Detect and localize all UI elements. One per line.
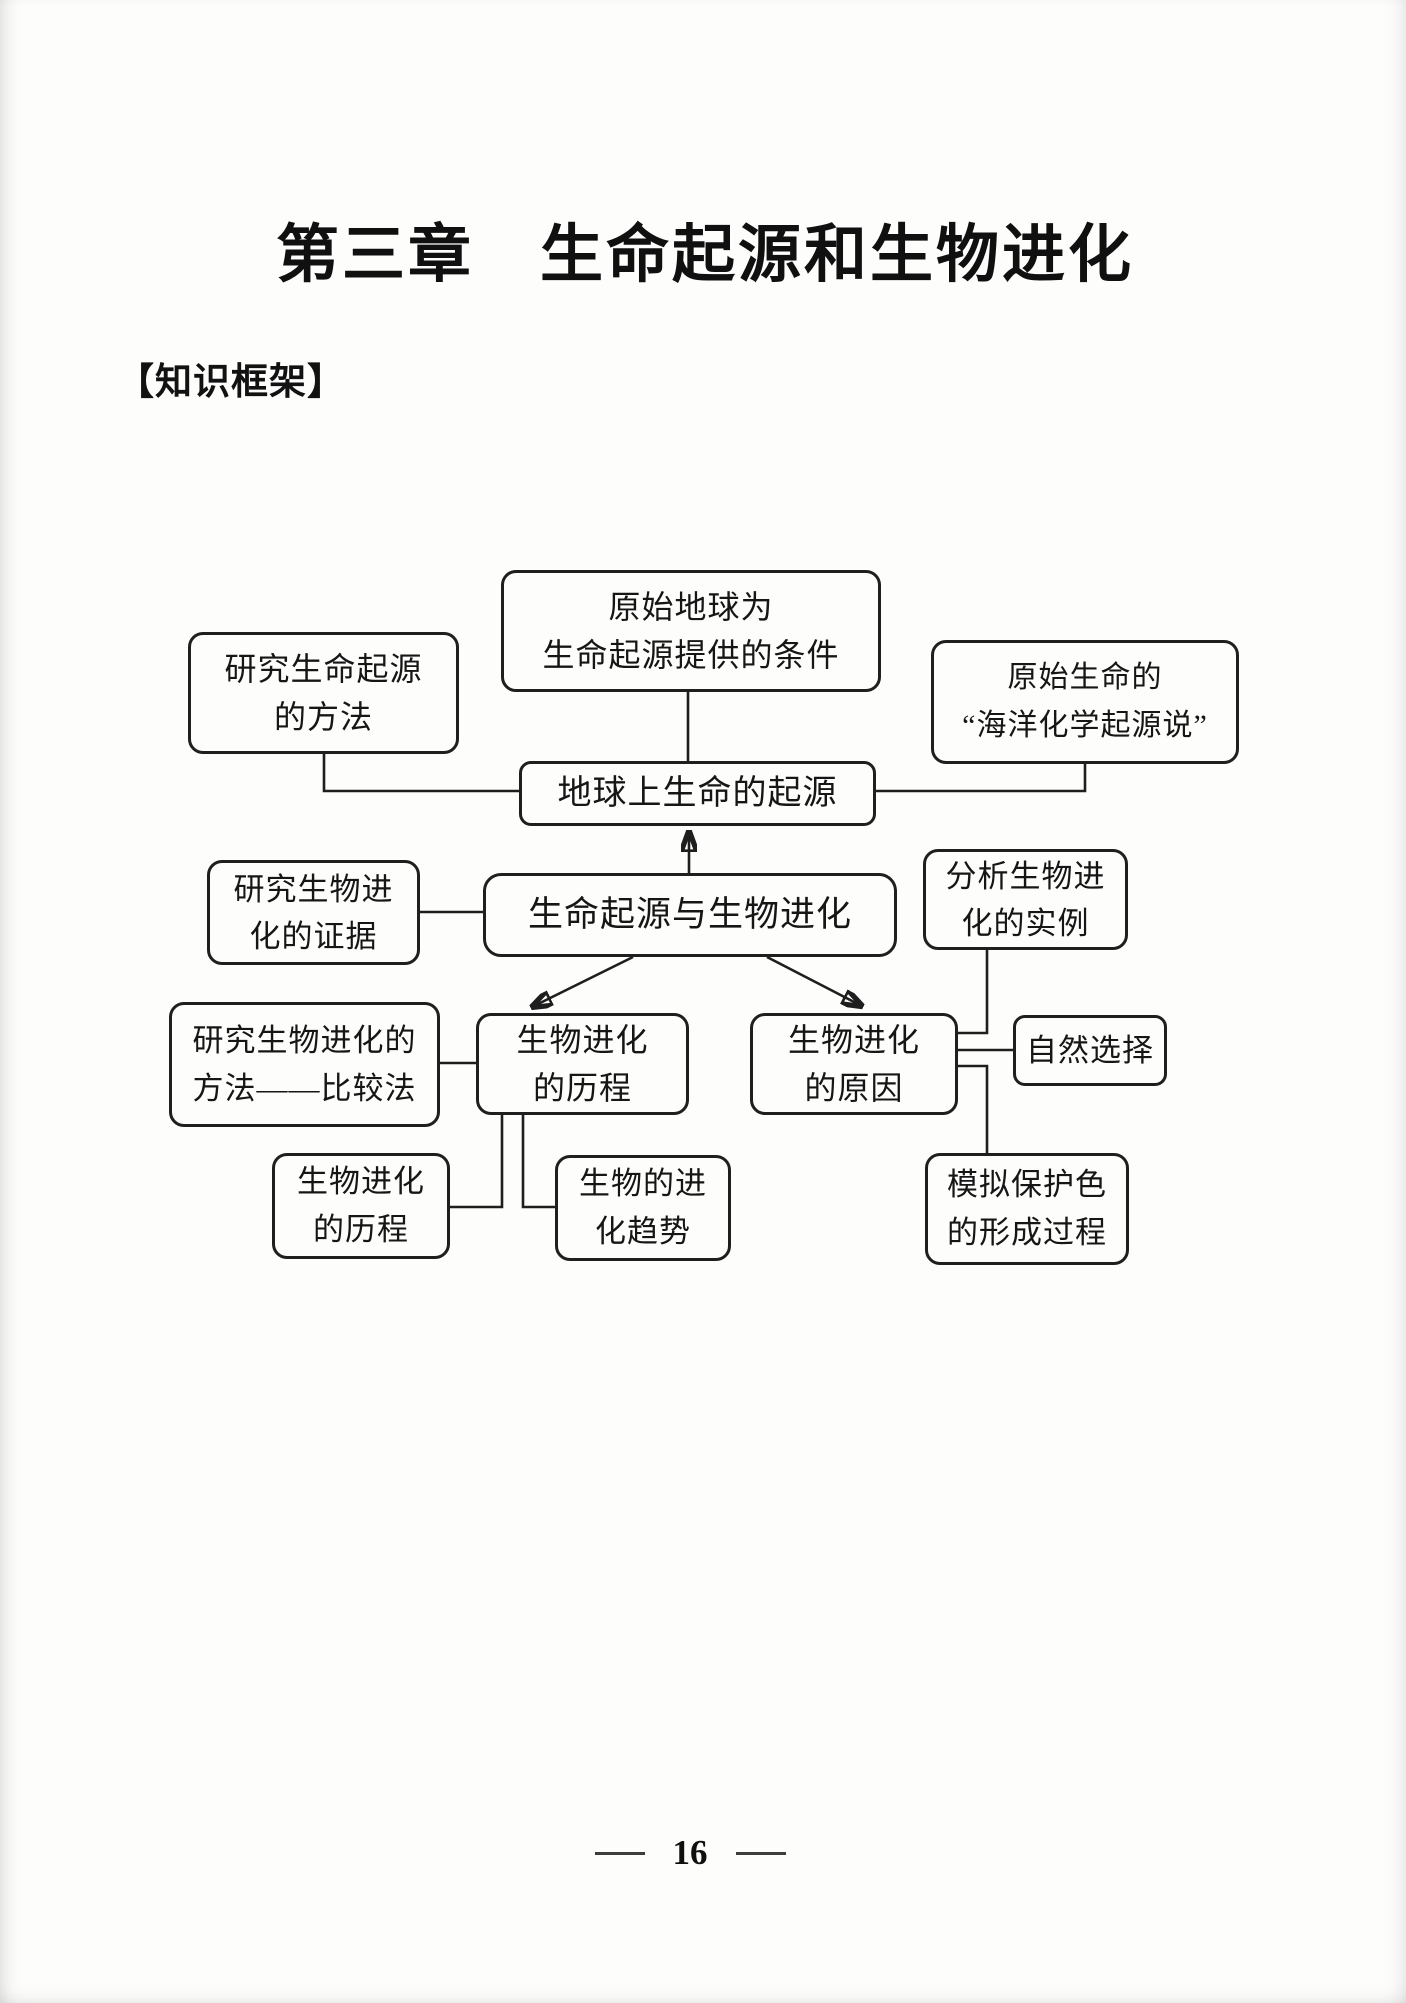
connector-central-to-cause [766,955,858,1004]
connector-course-to-trend [521,1115,555,1209]
chapter-title: 第三章 生命起源和生物进化 [276,220,1134,290]
node-ocean-chemical-theory: 原始生命的 “海洋化学起源说” [931,640,1239,764]
node-analyze-examples: 分析生物进 化的实例 [923,849,1128,950]
knowledge-framework-header: 【知识框架】 [117,361,345,402]
connector-central-to-course [536,955,634,1005]
node-evolution-trend: 生物的进 化趋势 [555,1155,731,1261]
node-evolution-course-sub: 生物进化 的历程 [272,1153,450,1259]
page-number-dash-left [594,1851,645,1855]
node-protective-color: 模拟保护色 的形成过程 [925,1153,1129,1265]
node-natural-selection: 自然选择 [1013,1015,1167,1086]
node-life-origin-on-earth: 地球上生命的起源 [519,761,876,826]
node-evolution-evidence: 研究生物进 化的证据 [207,860,420,965]
page-footer: 16 [0,1833,1380,1873]
node-evolution-course-mid: 生物进化 的历程 [476,1013,689,1115]
connector-cause-to-protective [958,1064,989,1153]
node-research-origin-method: 研究生命起源 的方法 [188,632,459,754]
page-number-dash-right [735,1851,786,1855]
node-comparative-method: 研究生物进化的 方法——比较法 [169,1002,440,1127]
node-evolution-cause: 生物进化 的原因 [750,1013,958,1115]
node-origin-conditions: 原始地球为 生命起源提供的条件 [501,570,881,692]
page-number: 16 [672,1833,708,1872]
connector-course-to-course-sub [450,1115,504,1209]
node-origin-and-evolution: 生命起源与生物进化 [483,873,897,957]
connector-method-to-origin [322,754,519,793]
connector-theory-to-origin [876,764,1087,793]
connector-examples-to-cause [958,950,989,1035]
